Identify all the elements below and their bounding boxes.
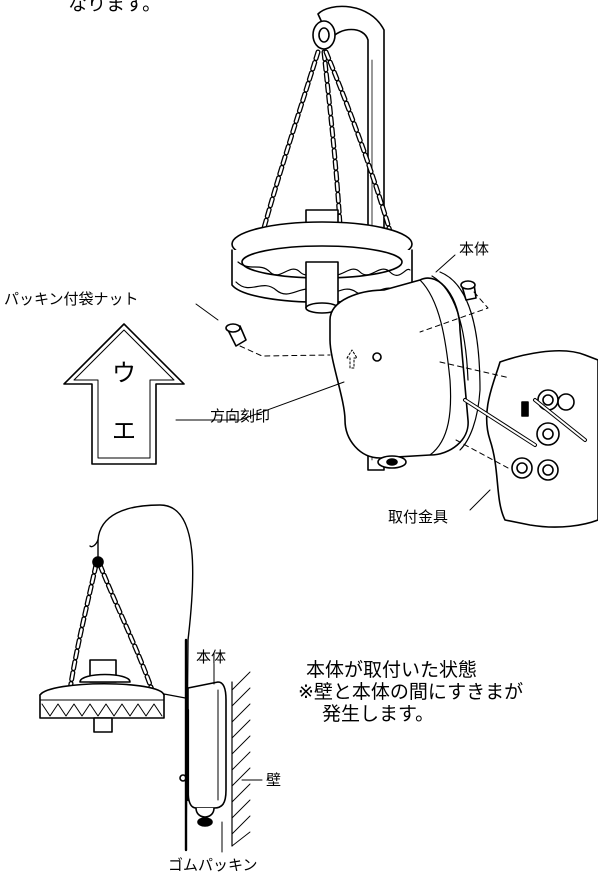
chain-upper [259, 49, 395, 241]
assembly-guide-lines [239, 291, 511, 469]
label-mounting-bracket: 取付金具 [388, 508, 449, 526]
body-housing-lower [179, 681, 227, 827]
cap-nut-left [225, 323, 247, 347]
chain-lower [67, 556, 155, 693]
leader-lines-upper [175, 254, 491, 511]
label-direction-mark: 方向刻印 [210, 407, 271, 425]
bolts [463, 398, 587, 447]
arrow-char-u: ウ [112, 359, 136, 387]
arrow-char-e: エ [112, 417, 136, 445]
wall [231, 671, 251, 847]
label-packing-cap-nut: パッキン付袋ナット [4, 290, 139, 308]
label-wall: 壁 [266, 771, 282, 789]
label-body-upper: 本体 [459, 240, 490, 258]
direction-arrow [63, 323, 185, 465]
state-note-line2: ※壁と本体の間にすきまが [298, 682, 524, 703]
lamp-shade-lower [39, 659, 197, 733]
state-note-line1: 本体が取付いた状態 [306, 659, 478, 681]
cap-nut-right [460, 280, 477, 301]
label-body-lower: 本体 [196, 648, 227, 666]
top-text-fragment: なります。 [68, 0, 162, 15]
body-housing-upper [329, 271, 481, 469]
state-note-line3: 発生します。 [322, 703, 435, 725]
leader-lines-lower [213, 663, 263, 853]
label-rubber-packing: ゴムパッキン [168, 856, 258, 874]
